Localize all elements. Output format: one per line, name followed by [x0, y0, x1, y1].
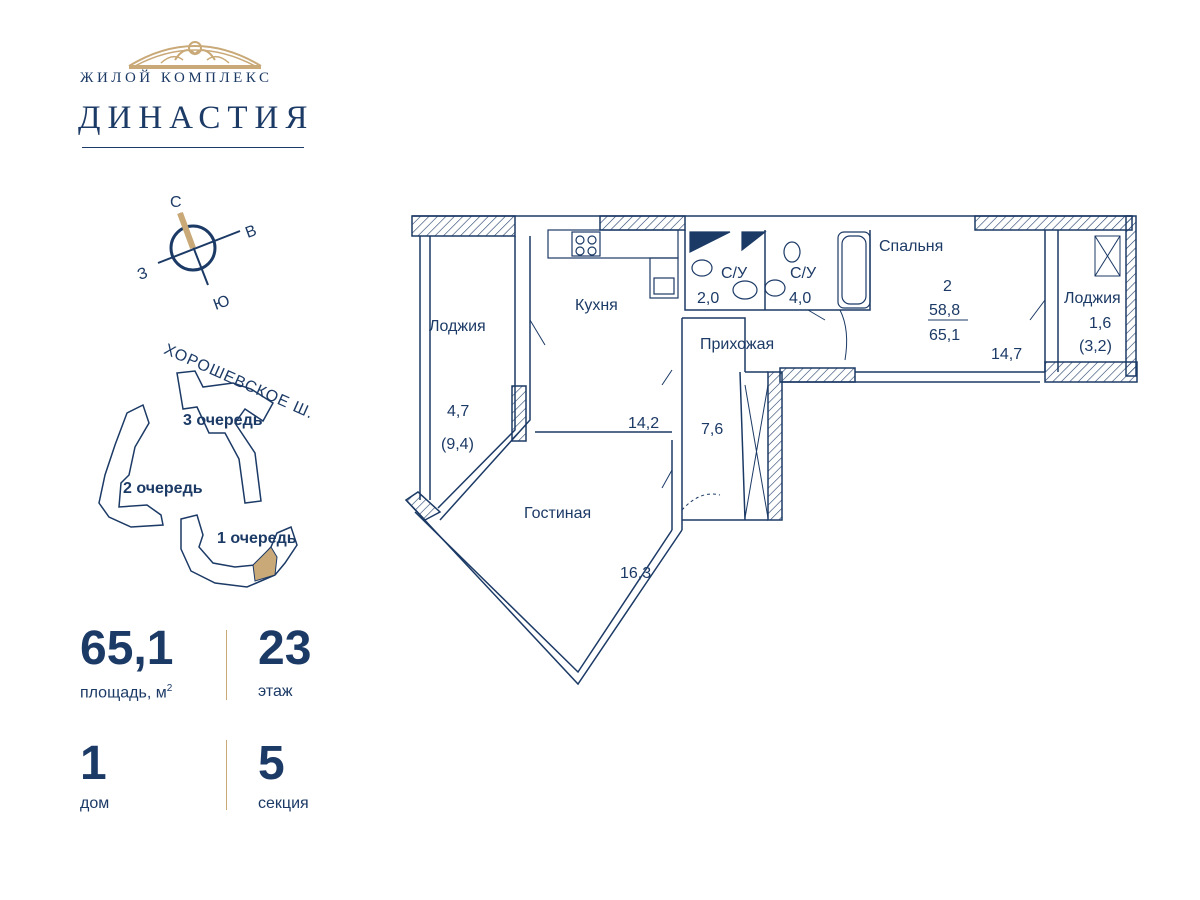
kitchen-label: Кухня: [575, 297, 618, 314]
living-room-label: Гостиная: [524, 505, 591, 522]
compass-west: З: [135, 265, 150, 284]
doors: [529, 299, 1046, 511]
floor-plan: Лоджия 4,7 (9,4) Кухня 14,2 С/У 2,0 С/У …: [404, 215, 1138, 686]
hall-label: Прихожая: [700, 336, 774, 353]
brand-subtitle: ЖИЛОЙ КОМПЛЕКС: [80, 70, 273, 86]
living-area-value: 58,8: [929, 302, 960, 319]
house-label: дом: [80, 795, 110, 812]
bath1-area: 2,0: [697, 290, 719, 307]
floor-label: этаж: [258, 683, 293, 700]
bedroom-label: Спальня: [879, 238, 943, 255]
stats-divider-2: [226, 740, 227, 810]
bathroom-fixtures: [689, 231, 871, 309]
loggia-right-fixture: [1094, 235, 1121, 277]
compass-north: С: [170, 194, 182, 211]
loggia-right-area-full: (3,2): [1079, 338, 1112, 355]
compass-east: В: [243, 222, 259, 242]
plan-outline: [405, 215, 1132, 686]
building-phase3: [176, 370, 274, 504]
hall-area: 7,6: [701, 421, 723, 438]
phase3-label: 3 очередь: [183, 412, 263, 429]
loggia-right-label: Лоджия: [1064, 290, 1121, 307]
living-room-area: 16,3: [620, 565, 651, 582]
street-label: ХОРОШЕВСКОЕ Ш.: [161, 341, 316, 423]
compass-icon: С В Ю З: [135, 194, 259, 314]
area-label: площадь, м2: [80, 683, 172, 702]
phase1-label: 1 очередь: [217, 530, 297, 547]
area-value: 65,1: [80, 622, 174, 675]
house-value: 1: [80, 737, 107, 790]
building-phase1: [180, 514, 298, 588]
logo-ornament-icon: [128, 41, 262, 69]
loggia-left-label: Лоджия: [429, 318, 486, 335]
kitchen-area: 14,2: [628, 415, 659, 432]
building-phase2: [98, 403, 164, 528]
phase2-label: 2 очередь: [123, 480, 203, 497]
bath1-label: С/У: [721, 265, 748, 282]
bath2-area: 4,0: [789, 290, 811, 307]
current-section-highlight: [252, 546, 278, 582]
stats-divider-1: [226, 630, 227, 700]
hall-wardrobe: [744, 384, 769, 519]
floor-value: 23: [258, 622, 312, 675]
bedroom-area: 14,7: [991, 346, 1022, 363]
loggia-left-area-full: (9,4): [441, 436, 474, 453]
total-area-value: 65,1: [929, 327, 960, 344]
bath2-label: С/У: [790, 265, 817, 282]
loggia-left-area: 4,7: [447, 403, 469, 420]
brand-divider: [82, 147, 304, 148]
section-value: 5: [258, 737, 285, 790]
area-label-text: площадь, м: [80, 684, 167, 702]
section-label: секция: [258, 795, 309, 812]
brand-title: ДИНАСТИЯ: [78, 100, 315, 136]
rooms-count: 2: [943, 278, 952, 295]
kitchen-fixtures: [547, 229, 679, 299]
site-plan-diagram: ХОРОШЕВСКОЕ Ш. 3 очередь 2 очередь 1 оче…: [98, 341, 316, 588]
compass-south: Ю: [211, 292, 232, 314]
area-label-sup: 2: [166, 683, 173, 694]
loggia-right-area: 1,6: [1089, 315, 1111, 332]
